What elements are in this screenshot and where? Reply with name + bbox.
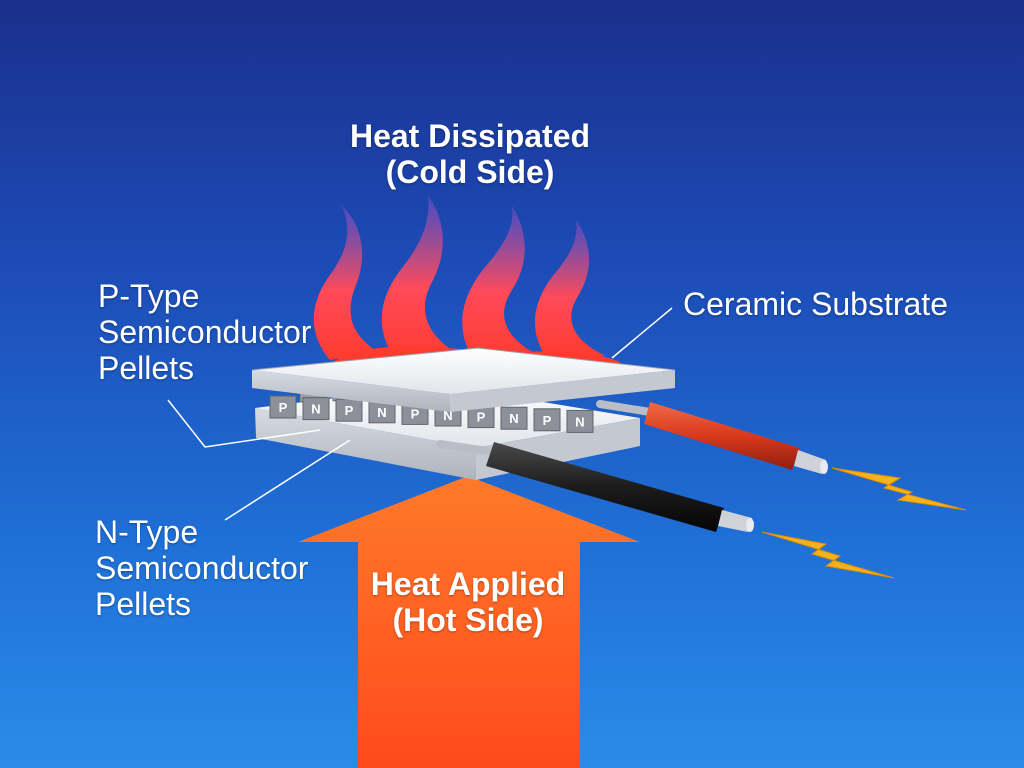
pellet-letter: N xyxy=(443,408,452,423)
flame-2 xyxy=(381,196,458,362)
heat-flames xyxy=(313,196,620,372)
pellet-letter: P xyxy=(543,413,552,428)
heat-dissipated-label: Heat Dissipated (Cold Side) xyxy=(330,118,610,190)
n-type-label: N-Type Semiconductor Pellets xyxy=(95,514,308,622)
p-type-leader xyxy=(167,399,321,448)
heat-dissipated-line1: Heat Dissipated xyxy=(349,118,591,154)
n-type-leader xyxy=(224,439,351,521)
pellet-n-type: N xyxy=(500,406,528,430)
electricity-spark-icon xyxy=(761,467,967,579)
spark-2 xyxy=(761,531,895,579)
flame-3 xyxy=(462,206,540,362)
heat-dissipated-line2: (Cold Side) xyxy=(385,154,555,190)
pellet-letter: N xyxy=(311,402,320,417)
pellet-letter: N xyxy=(575,414,584,429)
leader-lines xyxy=(167,307,673,521)
heat-applied-line1: Heat Applied xyxy=(370,566,566,602)
p-type-line3: Pellets xyxy=(98,350,195,386)
flame-1 xyxy=(313,206,378,360)
heat-applied-label: Heat Applied (Hot Side) xyxy=(352,566,584,638)
p-type-line2: Semiconductor xyxy=(98,314,312,350)
pellet-letter: P xyxy=(477,410,486,425)
pellet-n-type: N xyxy=(302,397,330,421)
ceramic-substrate-label: Ceramic Substrate xyxy=(683,286,948,322)
ceramic-leader xyxy=(611,307,673,359)
pellet-p-type: P xyxy=(335,398,363,422)
pellet-letter: N xyxy=(377,405,386,420)
p-type-line1: P-Type xyxy=(98,278,200,314)
spark-1 xyxy=(831,467,967,511)
pellet-letter: N xyxy=(509,411,518,426)
p-type-label: P-Type Semiconductor Pellets xyxy=(98,278,311,386)
n-type-line1: N-Type xyxy=(95,514,199,550)
top-ceramic-plate xyxy=(251,347,676,412)
pellet-letter: P xyxy=(279,400,288,415)
black-wire xyxy=(436,440,754,532)
pellet-letter: P xyxy=(345,403,354,418)
n-type-line2: Semiconductor xyxy=(95,550,309,586)
pellet-letter: P xyxy=(411,406,420,421)
heat-applied-line2: (Hot Side) xyxy=(392,602,544,638)
pellet-p-type: P xyxy=(269,395,297,419)
red-wire xyxy=(596,400,828,474)
flame-4 xyxy=(534,220,606,360)
pellet-n-type: N xyxy=(566,409,594,433)
n-type-line3: Pellets xyxy=(95,586,192,622)
heat-applied-arrow xyxy=(298,476,640,768)
pellet-p-type: P xyxy=(533,408,561,432)
